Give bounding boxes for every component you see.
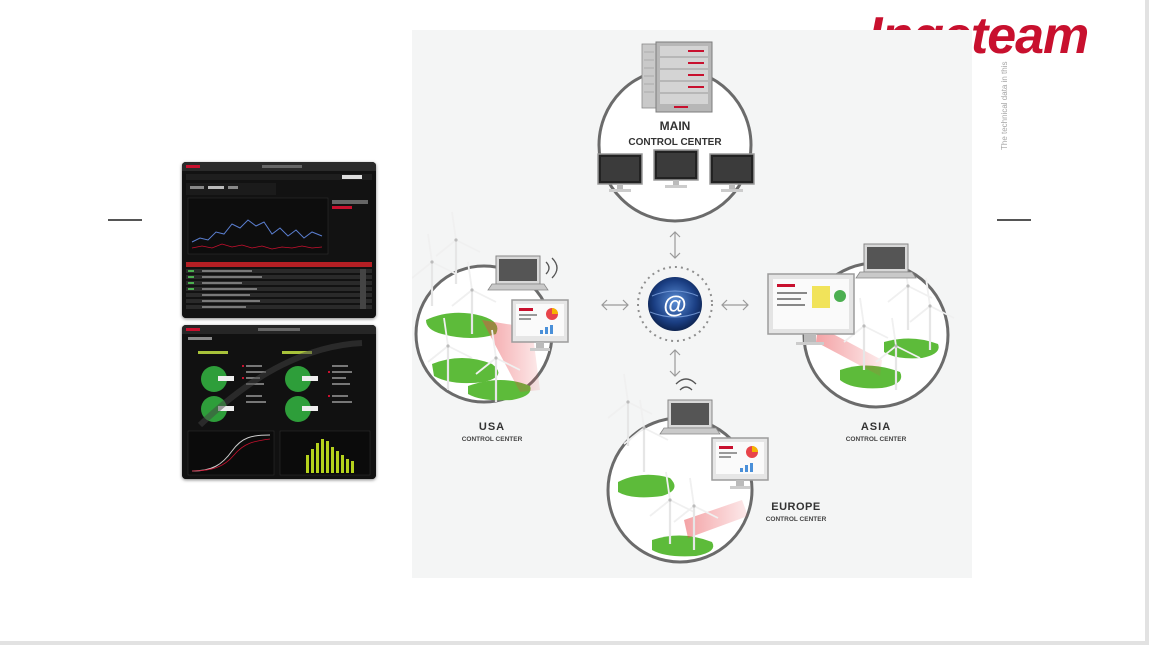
usa-center-subtitle: CONTROL CENTER bbox=[462, 436, 523, 443]
asia-control-center-node: ASIA CONTROL CENTER bbox=[767, 243, 956, 443]
main-center-subtitle: CONTROL CENTER bbox=[628, 137, 722, 148]
usa-control-center-node: USA CONTROL CENTER bbox=[410, 210, 569, 443]
laptop-icon bbox=[487, 255, 549, 291]
at-globe-icon bbox=[648, 277, 702, 331]
right-dash bbox=[997, 219, 1031, 221]
europe-center-title: EUROPE bbox=[771, 501, 820, 513]
laptop-icon bbox=[855, 243, 917, 279]
network-diagram-svg: MAIN CONTROL CENTER @ bbox=[410, 41, 956, 564]
scada-dashboard-screenshot bbox=[182, 325, 376, 479]
control-center-network-diagram: MAIN CONTROL CENTER @ bbox=[410, 30, 972, 578]
scada-dashboard-graphic bbox=[182, 325, 376, 479]
usa-center-title: USA bbox=[479, 421, 505, 433]
europe-control-center-node: EUROPE CONTROL CENTER bbox=[606, 372, 827, 564]
scada-trend-screenshot bbox=[182, 162, 376, 318]
main-control-center-node: MAIN CONTROL CENTER bbox=[597, 41, 755, 223]
asia-center-title: ASIA bbox=[861, 421, 891, 433]
left-dash bbox=[108, 219, 142, 221]
main-center-title: MAIN bbox=[660, 119, 691, 133]
scada-trend-graphic bbox=[182, 162, 376, 318]
at-symbol: @ bbox=[663, 292, 686, 319]
internet-hub: @ bbox=[637, 266, 713, 342]
server-rack-icon bbox=[641, 41, 713, 113]
page-bottom-edge bbox=[0, 641, 1149, 645]
laptop-icon bbox=[659, 399, 721, 435]
vertical-side-note: The technical data in this bbox=[1000, 61, 1009, 151]
large-dashboard-monitor-icon bbox=[767, 273, 855, 345]
europe-center-subtitle: CONTROL CENTER bbox=[766, 516, 827, 523]
connection-arrows bbox=[601, 231, 749, 377]
page-right-edge bbox=[1145, 0, 1149, 645]
asia-center-subtitle: CONTROL CENTER bbox=[846, 436, 907, 443]
